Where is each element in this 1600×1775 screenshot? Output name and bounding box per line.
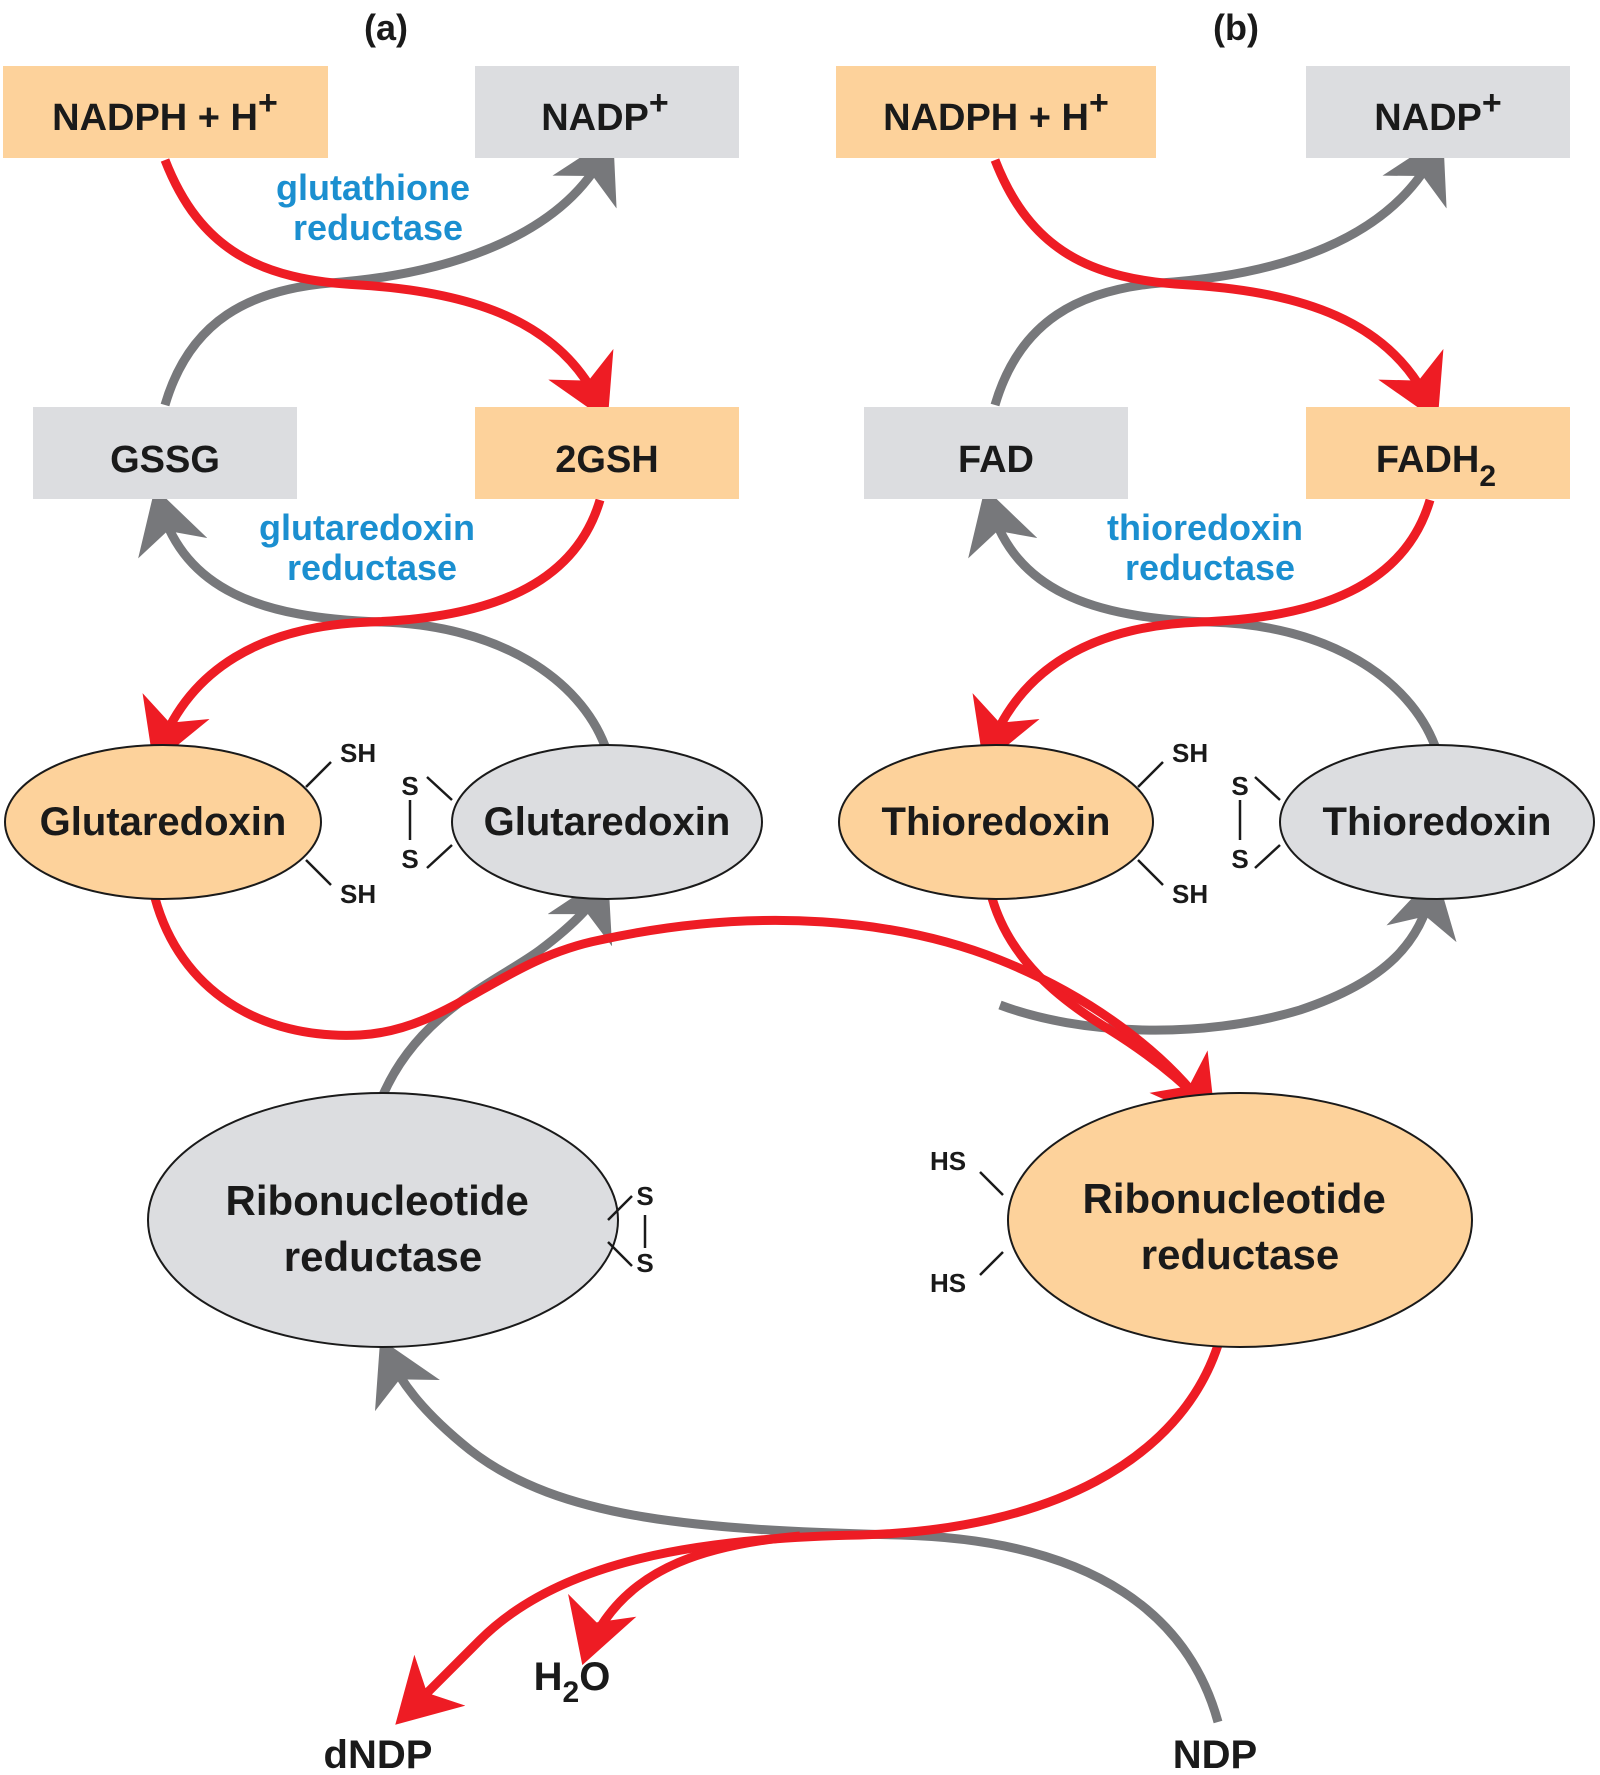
sh-label: SH	[340, 738, 376, 768]
svg-text:NADP+: NADP+	[1374, 84, 1502, 139]
s-label: S	[401, 771, 418, 801]
fadh2-box: FADH2	[1306, 407, 1570, 499]
hs-label: HS	[930, 1268, 966, 1298]
ndp-label: NDP	[1173, 1733, 1257, 1775]
s-label: S	[1231, 844, 1248, 874]
svg-text:NADPH + H+: NADPH + H+	[883, 84, 1109, 139]
svg-text:Glutaredoxin: Glutaredoxin	[40, 800, 287, 844]
svg-text:FADH2: FADH2	[1376, 439, 1496, 493]
gssg-box: GSSG	[33, 407, 297, 499]
enzyme-label-glutathione-reductase: glutathione reductase	[276, 167, 480, 248]
red-arrow-thioredoxin-to-rnr-b	[987, 896, 1204, 1104]
dndp-label: dNDP	[324, 1733, 433, 1775]
s-label: S	[401, 844, 418, 874]
s-label: S	[636, 1181, 653, 1211]
red-arrow-to-water	[568, 1531, 801, 1666]
svg-text:Ribonucleotide reductase: Ribonucleotide reductase	[225, 1177, 540, 1280]
2gsh-box: 2GSH	[475, 407, 739, 499]
svg-text:Glutaredoxin: Glutaredoxin	[484, 800, 731, 844]
nadph-box-a: NADPH + H+	[3, 66, 328, 158]
panel-label-b: (b)	[1213, 7, 1259, 48]
thioredoxin-oxidized: Thioredoxin	[1279, 744, 1595, 900]
s-label: S	[636, 1248, 653, 1278]
disulfide-rnr	[607, 1195, 647, 1267]
gray-arrow-fad-to-nadp-b	[990, 135, 1447, 407]
nadp-box-a: NADP+	[475, 66, 739, 158]
water-label: H2O	[534, 1655, 611, 1709]
svg-text:FAD: FAD	[958, 439, 1034, 481]
red-arrow-glutaredoxin-to-rnr	[150, 896, 1216, 1123]
sh-label: SH	[1172, 879, 1208, 909]
hs-label: HS	[930, 1146, 966, 1176]
red-arrow-2gsh-to-glutaredoxin-a	[142, 498, 605, 765]
red-arrow-nadph-to-fadh2-b	[990, 158, 1444, 422]
s-label: S	[1231, 771, 1248, 801]
glutaredoxin-reduced: Glutaredoxin	[4, 744, 322, 900]
thiols-rnr	[979, 1171, 1004, 1276]
glutaredoxin-oxidized: Glutaredoxin	[451, 744, 763, 900]
nadph-box-b: NADPH + H+	[836, 66, 1156, 158]
fad-box: FAD	[864, 407, 1128, 499]
thioredoxin-reduced: Thioredoxin	[838, 744, 1154, 900]
sh-label: SH	[340, 879, 376, 909]
rnr-reduced: Ribonucleotide reductase	[1007, 1092, 1473, 1348]
thiol-groups-glutaredoxin	[305, 761, 453, 886]
svg-text:Thioredoxin: Thioredoxin	[882, 800, 1111, 844]
red-flow-arrows	[142, 158, 1444, 1725]
gray-arrow-rnr-to-glutaredoxin-a	[378, 873, 613, 1097]
rnr-oxidized: Ribonucleotide reductase	[147, 1092, 619, 1348]
svg-text:NADPH + H+: NADPH + H+	[52, 84, 278, 139]
nadp-box-b: NADP+	[1306, 66, 1570, 158]
gray-flow-arrows	[138, 135, 1457, 1724]
panel-label-a: (a)	[364, 7, 408, 48]
svg-text:Thioredoxin: Thioredoxin	[1323, 800, 1552, 844]
sh-label: SH	[1172, 738, 1208, 768]
svg-text:GSSG: GSSG	[110, 439, 220, 481]
gray-arrow-rnr-to-thioredoxin-b	[998, 872, 1457, 1035]
enzyme-label-thioredoxin-reductase: thioredoxin reductase	[1107, 507, 1313, 588]
svg-text:NADP+: NADP+	[541, 84, 669, 139]
gray-arrow-ndp-to-rnr	[375, 1338, 1223, 1724]
svg-text:2GSH: 2GSH	[555, 439, 658, 481]
thiol-groups-thioredoxin	[1137, 761, 1281, 886]
svg-text:Ribonucleotide reductase: Ribonucleotide reductase	[1082, 1175, 1397, 1278]
red-arrow-fadh2-to-thioredoxin-b	[972, 498, 1435, 765]
red-arrow-nadph-to-2gsh-a	[160, 158, 614, 422]
enzyme-label-glutaredoxin-reductase: glutaredoxin reductase	[259, 507, 485, 588]
